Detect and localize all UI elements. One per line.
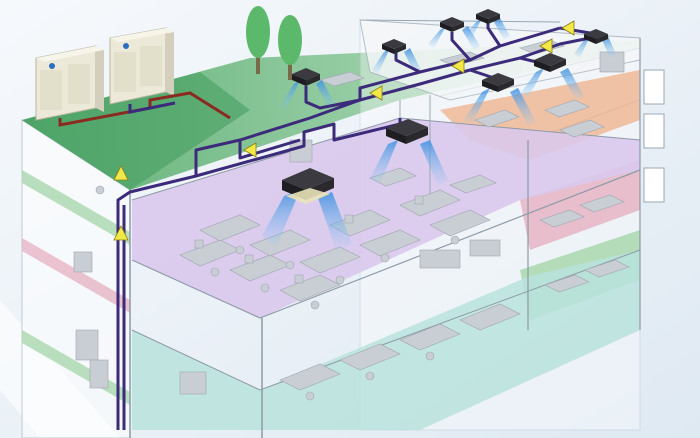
roof-shade: [22, 72, 250, 190]
ceiling-cassette-icon: [534, 53, 566, 72]
ceiling-cassette-icon: [292, 68, 320, 86]
window-frame: [643, 113, 665, 149]
left-floor-pink: [22, 238, 130, 313]
ceiling-cassette-icon: [382, 39, 406, 54]
tree-icon: [278, 15, 302, 80]
window-frame: [643, 167, 665, 203]
outdoor-unit-icon: [35, 45, 104, 121]
ceiling-cassette-icon: [476, 9, 500, 24]
roof-pipe: [128, 101, 176, 114]
ceiling-cassette-icon: [584, 29, 608, 44]
floor-slab-edge: [131, 169, 641, 319]
ceiling-cassette-icon: [440, 17, 464, 32]
ceiling-cassette-icon: [482, 73, 514, 92]
airflow: [262, 18, 616, 250]
roof-pipe: [58, 91, 231, 127]
teal-floor: [132, 250, 640, 430]
outdoor-unit-icon: [109, 27, 174, 105]
flow-arrow-icon: [113, 20, 575, 241]
left-floor-green: [22, 170, 130, 245]
floor-slab-edge: [131, 249, 641, 391]
window-frame: [643, 69, 665, 105]
tree-icon: [246, 6, 270, 74]
ceiling-cassette-icon: [386, 119, 428, 144]
ceiling-cassette-icon: [282, 168, 334, 204]
